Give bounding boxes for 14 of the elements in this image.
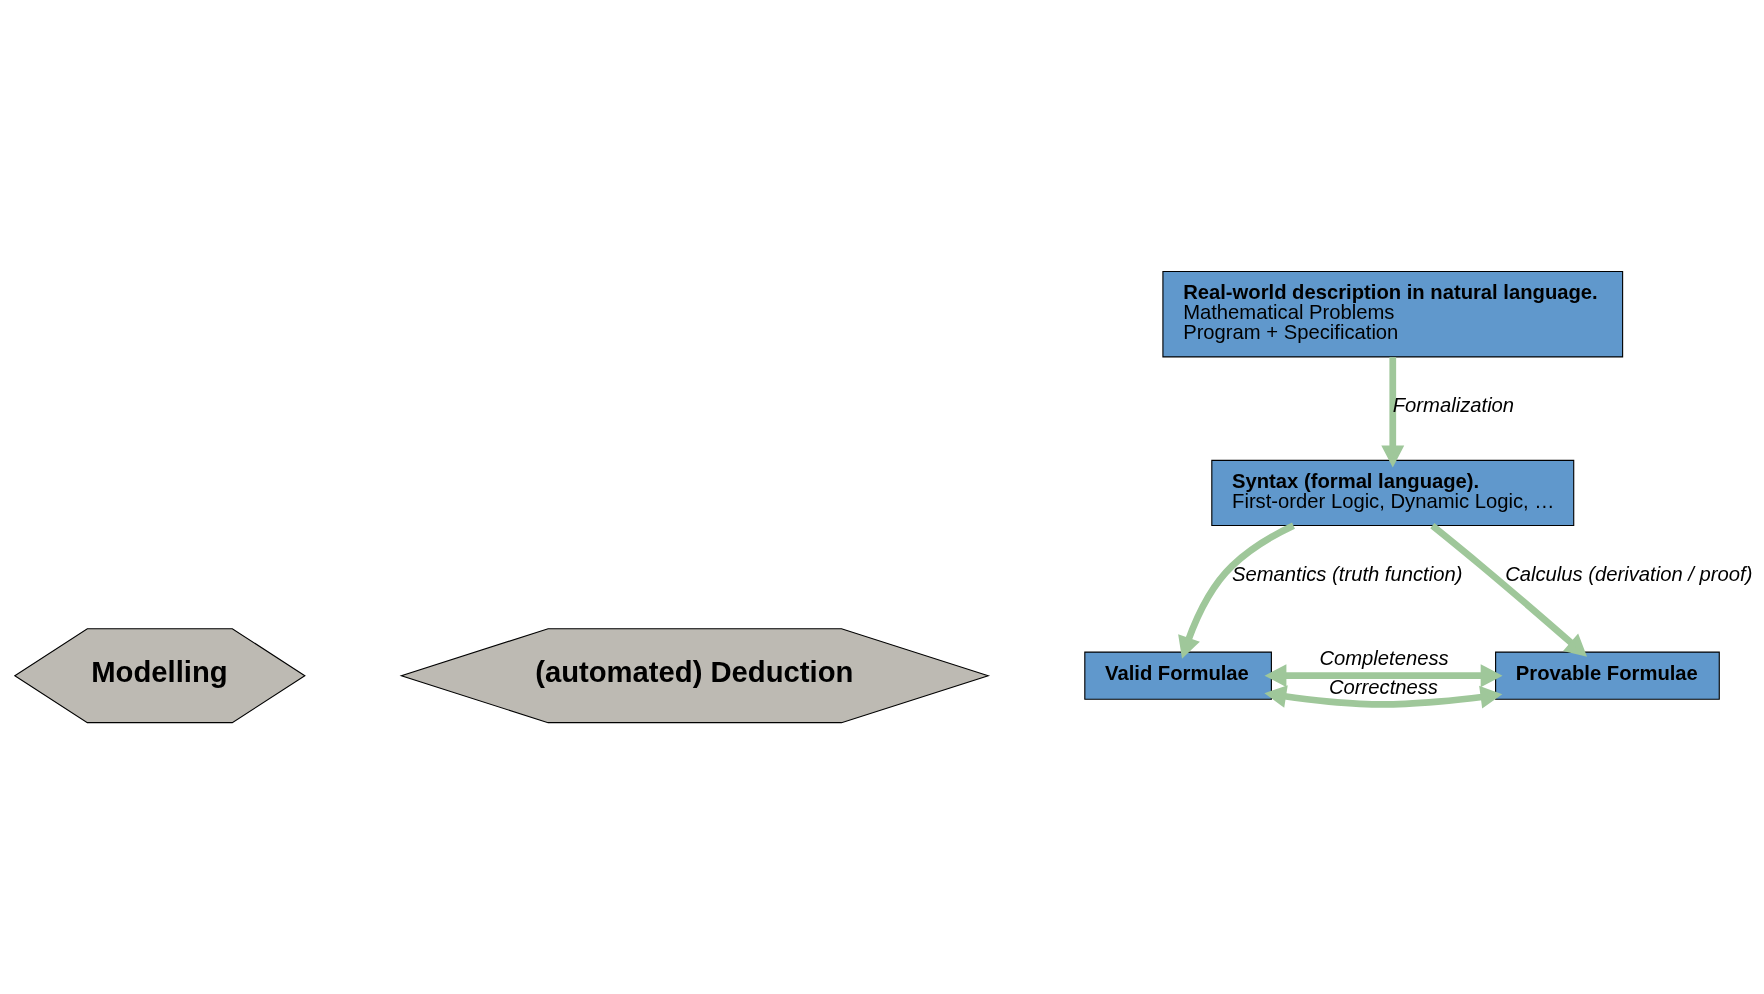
edge-label: Semantics (truth function) — [1231, 563, 1462, 586]
arrow — [1264, 664, 1503, 688]
node-box: Provable Formulae — [1494, 651, 1720, 700]
arrow — [1429, 523, 1587, 657]
node-box: Syntax (formal language). First-order Logic, Dynamic Logic, … — [1210, 459, 1574, 527]
node-box: Valid Formulae — [1083, 651, 1272, 700]
arrow — [1263, 685, 1502, 709]
node-box: Real-world description in natural language. Mathematical Problems Program + Specification — [1161, 270, 1623, 358]
edge-label: Completeness — [1318, 646, 1449, 669]
arrow — [1380, 357, 1404, 468]
edge-label: Correctness — [1328, 676, 1438, 699]
arrow — [1177, 522, 1295, 659]
edge-label: Calculus (derivation / proof) — [1504, 563, 1752, 586]
edge-label: Formalization — [1392, 394, 1514, 417]
